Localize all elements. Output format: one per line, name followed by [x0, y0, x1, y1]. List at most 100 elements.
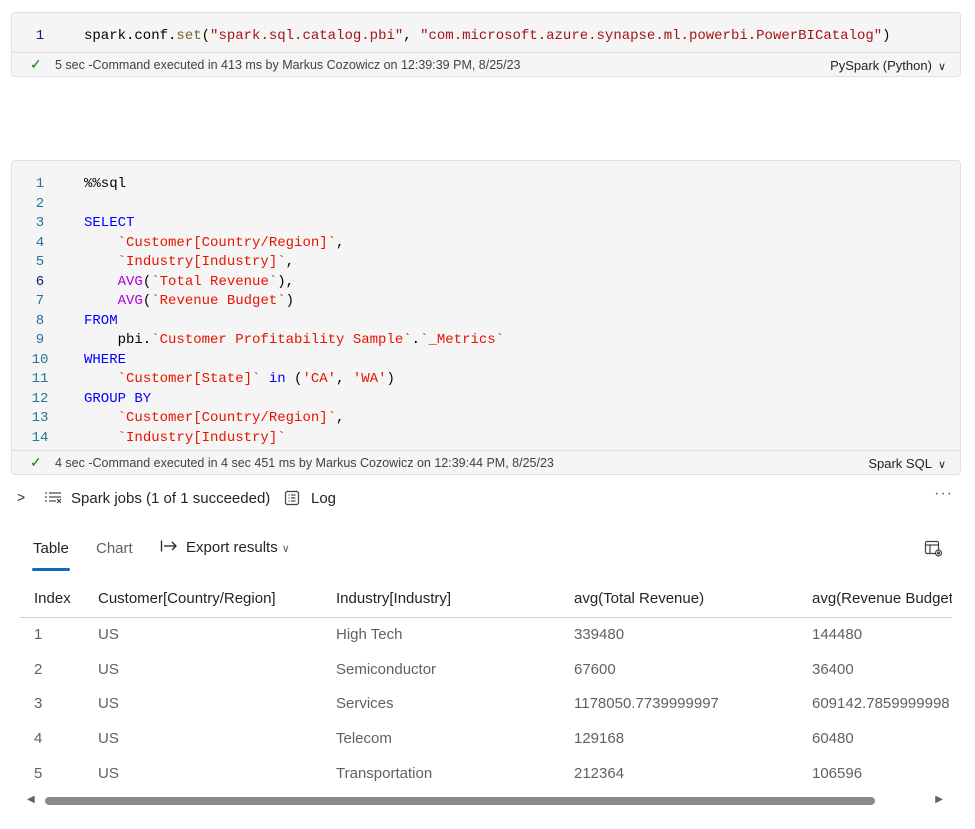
column-header[interactable]: avg(Total Revenue)	[560, 580, 798, 618]
code-token: (	[201, 28, 211, 44]
code-text: `Customer[Country/Region]`,	[84, 234, 345, 254]
code-line[interactable]: 13 `Customer[Country/Region]`,	[12, 409, 960, 429]
code-token: ),	[277, 273, 295, 290]
code-text: `Industry[Industry]`,	[84, 253, 294, 273]
code-token	[260, 371, 268, 387]
language-selector[interactable]: PySpark (Python)∨	[830, 58, 946, 73]
code-token: ,	[336, 410, 345, 426]
code-token: `Industry[Industry]`	[117, 254, 286, 270]
tab-chart[interactable]: Chart	[96, 540, 133, 557]
code-token: `Total Revenue`	[151, 273, 278, 290]
table-settings-icon[interactable]	[924, 540, 944, 562]
code-token	[84, 430, 118, 446]
code-token: )	[882, 28, 891, 44]
code-line[interactable]: 1%%sql	[12, 175, 960, 195]
line-number: 12	[31, 390, 49, 407]
table-cell: Transportation	[336, 764, 433, 782]
column-header[interactable]: Customer[Country/Region]	[84, 580, 322, 618]
code-token: ,	[336, 234, 345, 251]
column-header[interactable]: Index	[20, 580, 84, 618]
code-text: GROUP BY	[84, 390, 151, 410]
code-text: SELECT	[84, 214, 134, 234]
spark-jobs-label[interactable]: Spark jobs (1 of 1 succeeded)	[71, 490, 271, 507]
code-token: ,	[285, 254, 295, 270]
log-icon	[284, 490, 300, 510]
code-token: "spark.sql.catalog.pbi"	[210, 28, 404, 44]
language-selector[interactable]: Spark SQL∨	[868, 456, 946, 471]
export-results-label: Export results	[186, 539, 278, 556]
code-line[interactable]: 8 FROM	[12, 312, 960, 332]
table-cell: US	[98, 660, 119, 678]
log-button[interactable]: Log	[311, 490, 337, 507]
code-token	[84, 235, 118, 251]
code-token: (	[142, 273, 152, 290]
execution-status-text: 4 sec -Command executed in 4 sec 451 ms …	[55, 456, 554, 470]
export-results-button[interactable]: Export results∨	[160, 539, 290, 556]
code-token	[84, 371, 118, 387]
code-line[interactable]: 2	[12, 195, 960, 215]
code-token: in	[268, 371, 286, 387]
horizontal-scrollbar[interactable]: ◀ ▶	[25, 794, 945, 808]
code-line[interactable]: 6 AVG(`Total Revenue`),	[12, 273, 960, 293]
column-header[interactable]: avg(Revenue Budget)	[798, 580, 952, 618]
more-options-icon[interactable]: ···	[934, 485, 953, 502]
scrollbar-thumb[interactable]	[45, 797, 875, 805]
code-token: (	[142, 293, 152, 309]
table-cell: 1	[34, 626, 43, 644]
code-token: FROM	[84, 312, 118, 329]
line-number: 8	[35, 312, 45, 329]
code-line[interactable]: 7 AVG(`Revenue Budget`)	[12, 292, 960, 312]
chevron-right-icon[interactable]: >	[17, 489, 26, 505]
cell-status-bar: ✓ 5 sec -Command executed in 413 ms by M…	[12, 52, 960, 76]
code-line[interactable]: 5 `Industry[Industry]`,	[12, 253, 960, 273]
code-token: `Customer[State]`	[117, 371, 261, 387]
export-icon	[160, 539, 178, 556]
code-text: AVG(`Revenue Budget`)	[84, 292, 294, 312]
execution-status-text: 5 sec -Command executed in 413 ms by Mar…	[55, 58, 521, 72]
chevron-down-icon: ∨	[937, 61, 946, 73]
code-line[interactable]: 9 pbi.`Customer Profitability Sample`.`_…	[12, 331, 960, 351]
line-number: 9	[35, 332, 45, 348]
line-number: 1	[35, 176, 45, 192]
code-text: AVG(`Total Revenue`),	[84, 273, 294, 293]
table-cell: 212364	[574, 764, 625, 782]
code-token: SELECT	[84, 215, 135, 231]
code-token: ,	[336, 371, 353, 387]
code-text: spark.conf.set("spark.sql.catalog.pbi", …	[84, 27, 891, 47]
table-cell: 67600	[574, 660, 616, 678]
tab-table[interactable]: Table	[33, 540, 69, 557]
code-line[interactable]: 11 `Customer[State]` in ('CA', 'WA')	[12, 370, 960, 390]
scroll-right-icon[interactable]: ▶	[935, 794, 943, 805]
column-header[interactable]: Industry[Industry]	[322, 580, 560, 618]
table-cell: 106596	[812, 764, 863, 782]
code-line[interactable]: 12 GROUP BY	[12, 390, 960, 410]
table-cell: High Tech	[336, 626, 403, 644]
spark-jobs-bar: > Spark jobs (1 of 1 succeeded) Log ···	[0, 485, 975, 511]
code-token: ,	[403, 28, 421, 44]
scroll-left-icon[interactable]: ◀	[27, 794, 35, 805]
code-token: AVG	[117, 293, 143, 309]
checkmark-icon: ✓	[30, 454, 42, 470]
code-token: pbi.	[84, 332, 152, 348]
code-line[interactable]: 14 `Industry[Industry]`	[12, 429, 960, 449]
code-line[interactable]: 4 `Customer[Country/Region]`,	[12, 234, 960, 254]
code-token	[84, 274, 118, 290]
language-label: Spark SQL	[868, 456, 932, 471]
line-number: 13	[31, 410, 49, 426]
code-token: `_Metrics`	[420, 332, 505, 348]
code-token: `Industry[Industry]`	[117, 429, 286, 446]
table-cell: US	[98, 764, 119, 782]
